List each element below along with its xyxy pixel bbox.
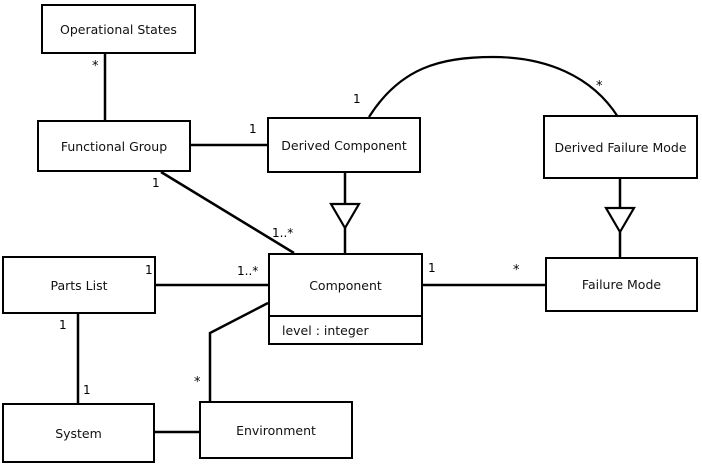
class-attribute-component-level: level : integer (270, 315, 421, 343)
class-box-derived-component[interactable]: Derived Component (267, 117, 421, 173)
multiplicity-parts-list-system-bottom: 1 (83, 383, 91, 397)
class-box-derived-failure-mode[interactable]: Derived Failure Mode (543, 115, 698, 179)
generalization-triangle-failure-mode (604, 206, 636, 235)
class-name-functional-group: Functional Group (60, 138, 168, 154)
multiplicity-functional-group-component-one: 1 (152, 176, 160, 190)
class-name-system: System (55, 425, 102, 441)
multiplicity-parts-list-system-top: 1 (59, 318, 67, 332)
class-box-operational-states[interactable]: Operational States (41, 4, 196, 54)
multiplicity-parts-list-component-many: 1..* (237, 264, 259, 278)
class-box-functional-group[interactable]: Functional Group (37, 120, 191, 172)
class-name-derived-component: Derived Component (281, 137, 407, 153)
multiplicity-parts-list-component-one: 1 (145, 263, 153, 277)
multiplicity-operational-states-functional-group: * (92, 59, 99, 74)
multiplicity-derived-component-curve: 1 (353, 92, 361, 106)
class-box-system[interactable]: System (2, 403, 155, 463)
class-box-component[interactable]: Component level : integer (268, 253, 423, 345)
multiplicity-functional-group-derived-component: 1 (249, 122, 257, 136)
edge-derived-component-derived-failure-mode (368, 55, 619, 118)
generalization-triangle-component (329, 202, 361, 231)
class-name-component: Component (309, 277, 382, 293)
class-name-operational-states: Operational States (60, 21, 177, 37)
edge-functional-group-component (160, 170, 295, 255)
multiplicity-environment-component: * (194, 375, 201, 390)
class-name-failure-mode: Failure Mode (581, 277, 662, 292)
multiplicity-component-failure-mode-one: 1 (428, 261, 436, 275)
class-box-failure-mode[interactable]: Failure Mode (545, 257, 698, 312)
multiplicity-functional-group-component-many: 1..* (272, 226, 294, 240)
class-name-environment: Environment (236, 422, 316, 438)
class-box-environment[interactable]: Environment (199, 401, 353, 459)
edge-environment-component (208, 301, 269, 401)
class-name-parts-list: Parts List (50, 277, 108, 293)
multiplicity-derived-failure-mode-curve: * (596, 79, 603, 94)
class-box-parts-list[interactable]: Parts List (2, 256, 156, 314)
multiplicity-component-failure-mode-star: * (513, 263, 520, 278)
class-name-derived-failure-mode: Derived Failure Mode (554, 139, 687, 155)
